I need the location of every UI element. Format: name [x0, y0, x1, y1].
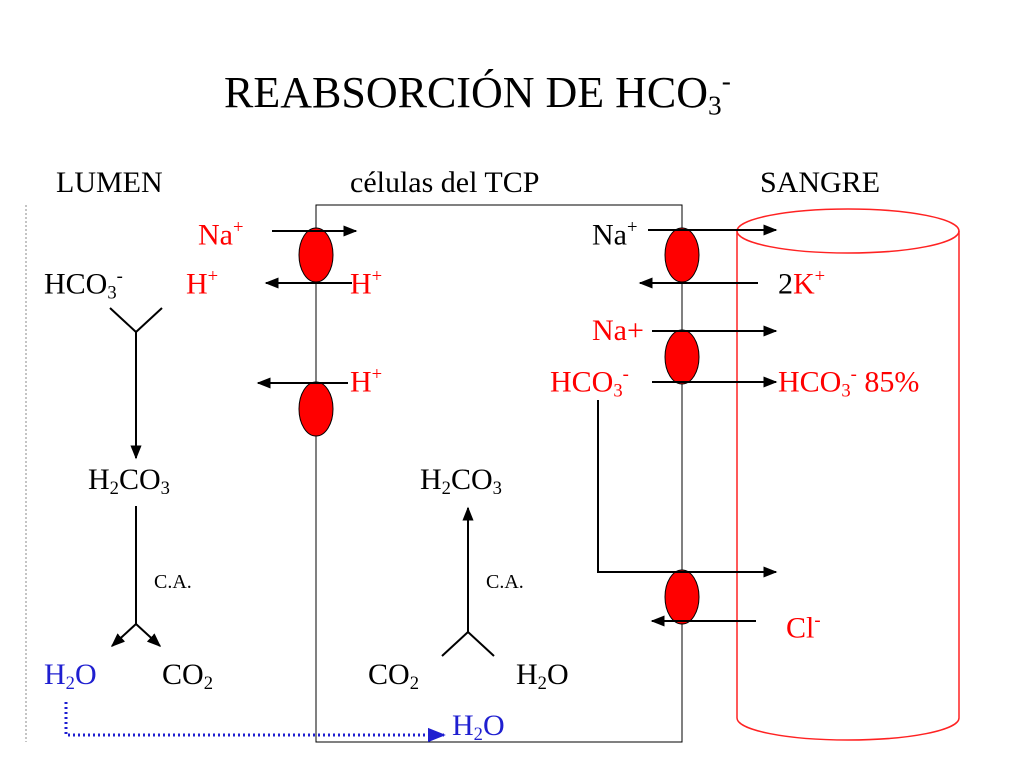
tcp-cell-box	[315, 204, 683, 743]
cell-na-top-label: Na+	[592, 217, 638, 252]
lumen-ca-label: C.A.	[154, 571, 192, 593]
page-title: REABSORCIÓN DE HCO3-	[224, 66, 731, 121]
cell-co2-h2o-merge	[441, 631, 495, 657]
lumen-hco3-label: HCO3-	[44, 266, 123, 304]
apical-na-h-exchanger	[298, 227, 334, 283]
cells-header: células del TCP	[350, 166, 540, 199]
cell-na-plus-label: Na+	[592, 314, 644, 347]
water-diffusion-path	[64, 702, 446, 743]
cell-h-mid-label: H+	[350, 364, 383, 399]
lumen-na-label: Na+	[198, 217, 244, 252]
lumen-h2o-label: H2O	[44, 658, 97, 695]
cell-co2-label: CO2	[368, 658, 419, 695]
blood-k-label: 2K+	[778, 266, 826, 301]
blood-vessel-cylinder	[736, 208, 960, 741]
lumen-hco3-h-merge	[109, 307, 163, 333]
blood-hco3-label: HCO3- 85%	[778, 364, 920, 402]
cell-hco3-label: HCO3-	[550, 364, 629, 402]
arrow-to-lumen-co2	[135, 623, 162, 647]
arrow-hco3-exchange-to-blood	[597, 400, 778, 578]
cell-h2o-diffused-label: H2O	[452, 709, 505, 746]
basolateral-cl-hco3-exchanger	[664, 569, 700, 625]
cell-h2co3-label: H2CO3	[420, 463, 502, 500]
lumen-co2-label: CO2	[162, 658, 213, 695]
cell-h-top-label: H+	[350, 266, 383, 301]
lumen-h-label: H+	[186, 266, 219, 301]
blood-header: SANGRE	[760, 166, 881, 199]
cell-h2o-label: H2O	[516, 658, 569, 695]
arrow-to-lumen-h2o	[110, 623, 137, 647]
blood-cl-label: Cl-	[786, 610, 821, 645]
basolateral-na-k-pump	[664, 227, 700, 283]
apical-h-pump	[298, 381, 334, 437]
lumen-h2co3-label: H2CO3	[88, 463, 170, 500]
lumen-header: LUMEN	[56, 166, 163, 199]
basolateral-na-hco3-cotransporter	[664, 329, 700, 385]
cell-ca-label: C.A.	[486, 571, 524, 593]
